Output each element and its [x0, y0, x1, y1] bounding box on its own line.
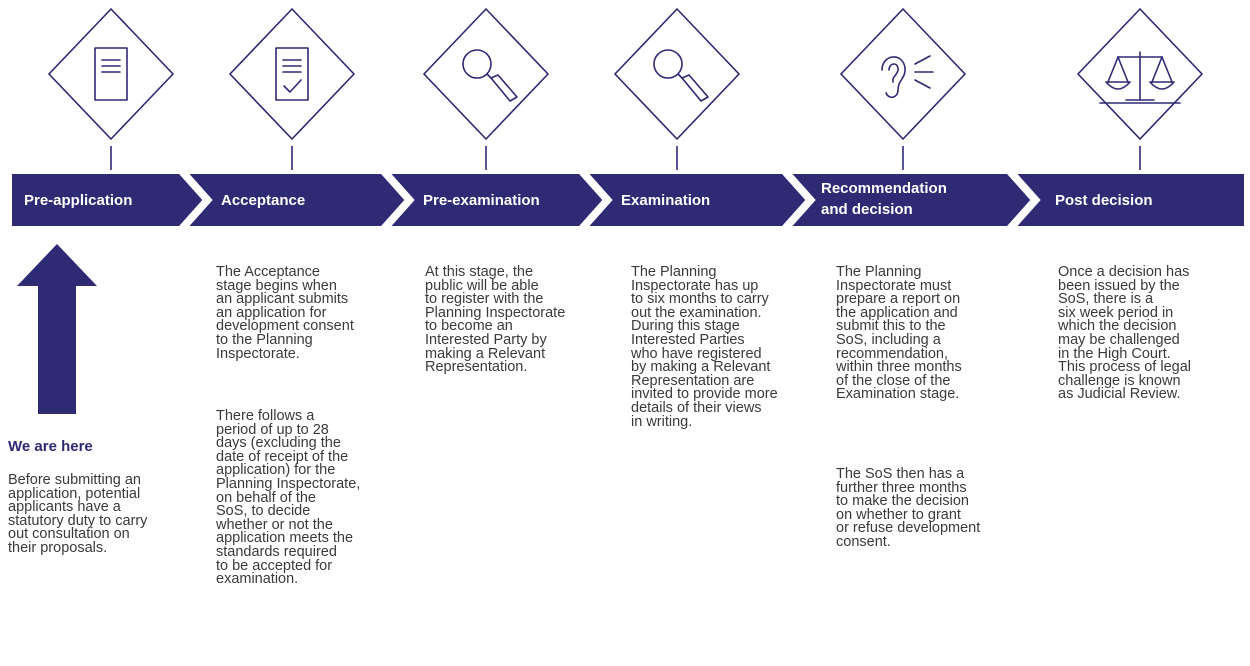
- stage-chevron-post-decision: [1008, 170, 1248, 230]
- checked-document-icon: [275, 47, 309, 101]
- stage-diamond: [47, 7, 175, 141]
- stage-chevron-acceptance: [180, 170, 410, 230]
- we-are-here-arrow-icon: [17, 244, 97, 414]
- pre-examination-description: At this stage, the public will be able t…: [425, 264, 566, 376]
- pre-application-description: Before submitting an application, potent…: [8, 472, 148, 556]
- acceptance-description-2: There follows a period of up to 28 days …: [216, 408, 361, 588]
- scales-icon: [1099, 51, 1181, 104]
- post-decision-description: Once a decision has been issued by the S…: [1058, 264, 1191, 403]
- stage-chevron-pre-application: [8, 170, 208, 230]
- magnifier-icon: [462, 49, 518, 102]
- stage-chevron-pre-examination: [382, 170, 608, 230]
- document-icon: [94, 47, 128, 101]
- magnifier-icon: [653, 49, 709, 102]
- stage-label-acceptance: Acceptance: [221, 192, 305, 209]
- stage-label-pre-examination: Pre-examination: [423, 192, 540, 209]
- stage-label-recommendation-line2: and decision: [821, 201, 913, 218]
- acceptance-description-1: The Acceptance stage begins when an appl…: [216, 264, 354, 362]
- stage-diamond: [228, 7, 356, 141]
- stage-diamond: [839, 7, 967, 141]
- stage-label-pre-application: Pre-application: [24, 192, 132, 209]
- stage-label-post-decision: Post decision: [1055, 192, 1153, 209]
- ear-icon: [881, 55, 934, 99]
- recommendation-description-1: The Planning Inspectorate must prepare a…: [836, 264, 962, 403]
- stage-label-recommendation-line1: Recommendation: [821, 180, 947, 197]
- we-are-here-label: We are here: [8, 438, 93, 455]
- examination-description: The Planning Inspectorate has up to six …: [631, 264, 778, 430]
- recommendation-description-2: The SoS then has a further three months …: [836, 466, 981, 550]
- stage-chevron-examination: [580, 170, 811, 230]
- stage-label-examination: Examination: [621, 192, 710, 209]
- stage-chevron-recommendation: [783, 170, 1036, 230]
